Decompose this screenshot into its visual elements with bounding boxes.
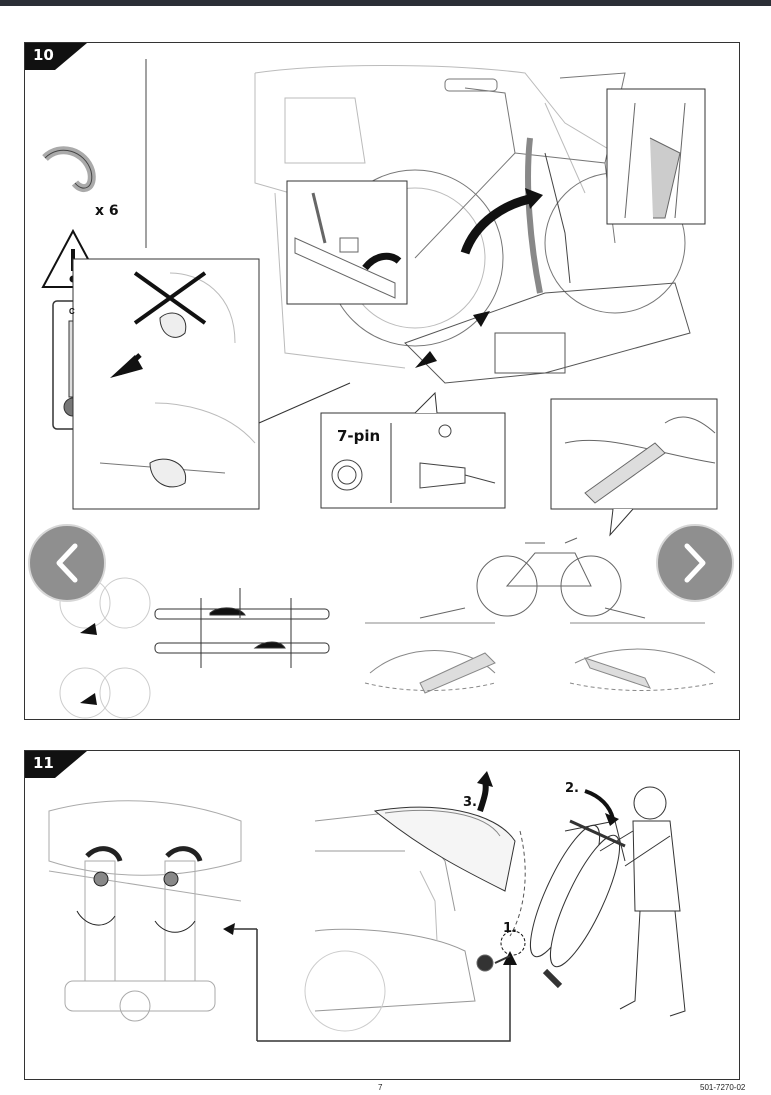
document-code: 501-7270-02: [700, 1083, 746, 1092]
top-bar: [0, 0, 771, 6]
chevron-right-icon: [684, 543, 706, 583]
faded-bikes: [59, 577, 151, 719]
chevron-left-icon: [56, 543, 78, 583]
strap-detail: [624, 102, 686, 219]
step-10-number: 10: [33, 46, 54, 64]
step-11-tag: [25, 751, 87, 778]
step-10-illustration: [41, 59, 718, 719]
step-11-illustration: [48, 771, 686, 1042]
bike-ground: [419, 537, 646, 619]
clamp-detail: [294, 192, 402, 299]
connector-label: 7-pin: [337, 427, 381, 445]
next-button[interactable]: [656, 524, 734, 602]
car-rear: [304, 810, 476, 1032]
step-10-panel: 10: [24, 42, 740, 720]
carrier-top-view: [154, 588, 330, 668]
bike-tilted: [529, 819, 626, 989]
tighten-detail: [564, 416, 716, 504]
step-1-label: 1.: [503, 921, 517, 936]
step-11-panel: 11: [24, 750, 740, 1080]
connector-detail: [331, 424, 496, 491]
do-not-detail: [99, 271, 256, 488]
page-number: 7: [378, 1083, 383, 1092]
carrier-rear-view: [48, 800, 242, 1022]
knob-detail: [76, 846, 203, 933]
tailgate: [373, 806, 516, 892]
step-10-tag: [25, 43, 87, 70]
step-2-label: 2.: [565, 781, 579, 796]
wheel-closeups: [364, 622, 716, 694]
thermometer-unit: C: [69, 307, 75, 316]
strap-roll: [42, 146, 96, 193]
strap-quantity: x 6: [95, 203, 119, 219]
step-11-number: 11: [33, 754, 54, 772]
previous-button[interactable]: [28, 524, 106, 602]
carrier-outline: [404, 137, 691, 384]
step-3-label: 3.: [463, 795, 477, 810]
person-figure: [599, 786, 686, 1017]
